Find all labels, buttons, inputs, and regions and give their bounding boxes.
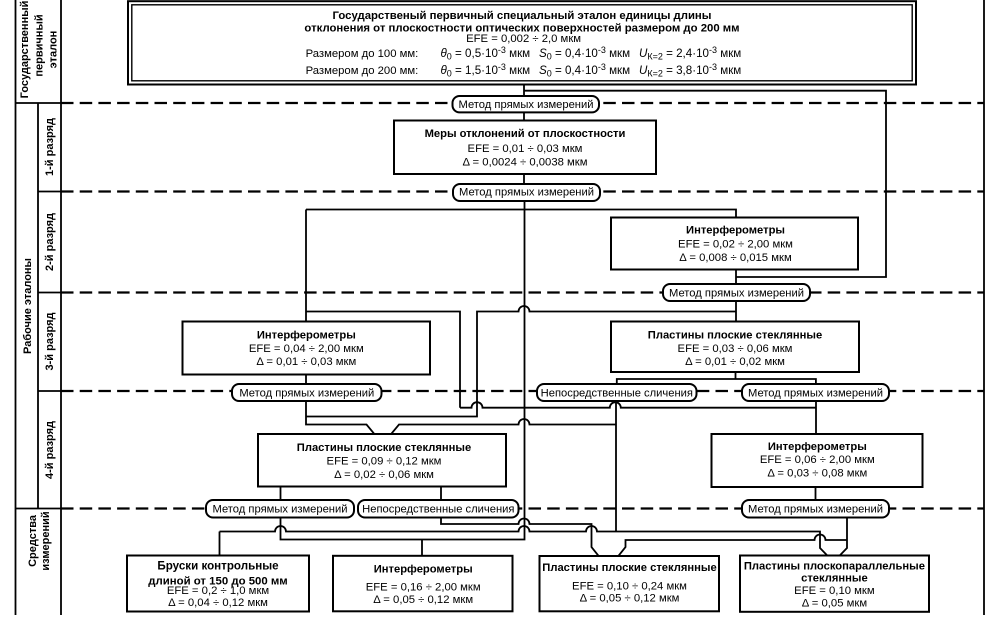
svg-text:Бруски контрольные: Бруски контрольные	[157, 560, 279, 573]
svg-text:Рабочие эталоны: Рабочие эталоны	[22, 258, 34, 354]
svg-text:Δ = 0,02 ÷ 0,06 мкм: Δ = 0,02 ÷ 0,06 мкм	[334, 469, 434, 481]
svg-text:отклонения от плоскостности оп: отклонения от плоскостности оптических п…	[304, 23, 739, 35]
svg-text:UК=2 = 2,4·10-3 мкм: UК=2 = 2,4·10-3 мкм	[639, 45, 741, 62]
svg-text:Δ = 0,01 ÷ 0,03 мкм: Δ = 0,01 ÷ 0,03 мкм	[256, 356, 356, 368]
svg-text:S0 = 0,4·10-3 мкм: S0 = 0,4·10-3 мкм	[539, 45, 630, 62]
svg-text:Интерферометры: Интерферометры	[768, 441, 867, 453]
svg-text:Метод прямых измерений: Метод прямых измерений	[748, 388, 883, 400]
svg-text:Интерферометры: Интерферометры	[686, 225, 785, 237]
svg-text:EFE = 0,09 ÷ 0,12 мкм: EFE = 0,09 ÷ 0,12 мкм	[327, 456, 442, 468]
svg-text:EFE = 0,16 ÷ 2,00 мкм: EFE = 0,16 ÷ 2,00 мкм	[366, 581, 481, 593]
svg-text:Пластины плоские стеклянные: Пластины плоские стеклянные	[648, 330, 822, 342]
svg-text:S0 = 0,4·10-3 мкм: S0 = 0,4·10-3 мкм	[539, 62, 630, 79]
svg-text:EFE = 0,01 ÷ 0,03 мкм: EFE = 0,01 ÷ 0,03 мкм	[468, 143, 583, 155]
svg-text:Метод прямых измерений: Метод прямых измерений	[213, 504, 348, 516]
svg-text:Интерферометры: Интерферометры	[257, 330, 356, 342]
svg-text:измерений: измерений	[40, 511, 52, 570]
svg-text:Метод прямых измерений: Метод прямых измерений	[239, 388, 374, 400]
svg-text:θ0 = 0,5·10-3 мкм: θ0 = 0,5·10-3 мкм	[441, 45, 531, 62]
svg-text:Размером до 200 мм:: Размером до 200 мм:	[306, 65, 419, 77]
svg-text:первичный: первичный	[34, 14, 46, 76]
svg-text:Метод прямых измерений: Метод прямых измерений	[748, 504, 883, 516]
svg-text:Меры отклонений от плоскостнос: Меры отклонений от плоскостности	[425, 128, 626, 140]
svg-text:Пластины плоскопараллельные: Пластины плоскопараллельные	[744, 560, 925, 572]
svg-text:эталон: эталон	[47, 31, 59, 69]
svg-text:Δ = 0,01 ÷ 0,02 мкм: Δ = 0,01 ÷ 0,02 мкм	[685, 356, 785, 368]
svg-text:длиной от 150 до 500 мм: длиной от 150 до 500 мм	[148, 576, 287, 588]
svg-text:Δ = 0,05 мкм: Δ = 0,05 мкм	[802, 597, 867, 609]
svg-text:1-й разряд: 1-й разряд	[44, 118, 56, 176]
svg-text:EFE = 0,02 ÷ 2,00 мкм: EFE = 0,02 ÷ 2,00 мкм	[678, 239, 793, 251]
svg-text:Δ = 0,05 ÷ 0,12 мкм: Δ = 0,05 ÷ 0,12 мкм	[580, 593, 680, 605]
svg-text:EFE = 0,2 ÷ 1,0 мкм: EFE = 0,2 ÷ 1,0 мкм	[167, 585, 269, 597]
svg-text:Государственый первичный специ: Государственый первичный специальный эта…	[333, 10, 712, 22]
svg-text:Метод прямых измерений: Метод прямых измерений	[669, 288, 804, 300]
svg-text:UК=2 = 3,8·10-3 мкм: UК=2 = 3,8·10-3 мкм	[639, 62, 741, 79]
svg-text:Δ = 0,05 ÷ 0,12 мкм: Δ = 0,05 ÷ 0,12 мкм	[373, 594, 473, 606]
svg-text:Δ = 0,0024 ÷ 0,0038 мкм: Δ = 0,0024 ÷ 0,0038 мкм	[463, 156, 588, 168]
svg-text:Интерферометры: Интерферометры	[374, 563, 473, 575]
svg-text:EFE = 0,10 мкм: EFE = 0,10 мкм	[794, 585, 874, 597]
svg-text:Δ = 0,04 ÷ 0,12 мкм: Δ = 0,04 ÷ 0,12 мкм	[168, 597, 268, 609]
svg-text:Метод прямых измерений: Метод прямых измерений	[459, 187, 594, 199]
svg-text:Пластины плоские стеклянные: Пластины плоские стеклянные	[297, 442, 471, 454]
svg-text:θ0 = 1,5·10-3 мкм: θ0 = 1,5·10-3 мкм	[441, 62, 531, 79]
svg-text:Пластины плоские стеклянные: Пластины плоские стеклянные	[542, 562, 716, 574]
svg-text:Непосредственные сличения: Непосредственные сличения	[362, 504, 514, 516]
svg-text:3-й разряд: 3-й разряд	[44, 312, 56, 370]
svg-text:Δ = 0,03 ÷ 0,08 мкм: Δ = 0,03 ÷ 0,08 мкм	[767, 468, 867, 480]
svg-text:стеклянные: стеклянные	[801, 573, 868, 585]
svg-text:Δ = 0,008 ÷ 0,015 мкм: Δ = 0,008 ÷ 0,015 мкм	[679, 252, 791, 264]
svg-text:4-й разряд: 4-й разряд	[44, 421, 56, 479]
svg-text:Метод прямых измерений: Метод прямых измерений	[459, 99, 594, 111]
svg-text:EFE = 0,04 ÷ 2,00 мкм: EFE = 0,04 ÷ 2,00 мкм	[249, 343, 364, 355]
svg-text:EFE = 0,10 ÷ 0,24 мкм: EFE = 0,10 ÷ 0,24 мкм	[572, 581, 687, 593]
svg-text:EFE = 0,03 ÷ 0,06 мкм: EFE = 0,03 ÷ 0,06 мкм	[678, 343, 793, 355]
svg-text:Размером до 100 мм:: Размером до 100 мм:	[306, 48, 419, 60]
svg-text:Средства: Средства	[27, 514, 39, 567]
svg-text:Непосредственные сличения: Непосредственные сличения	[541, 388, 693, 400]
svg-text:2-й разряд: 2-й разряд	[44, 213, 56, 271]
svg-text:Государственный: Государственный	[19, 1, 31, 99]
svg-text:EFE = 0,002 ÷ 2,0 мкм: EFE = 0,002 ÷ 2,0 мкм	[466, 33, 581, 45]
svg-text:EFE = 0,06 ÷ 2,00 мкм: EFE = 0,06 ÷ 2,00 мкм	[760, 454, 875, 466]
